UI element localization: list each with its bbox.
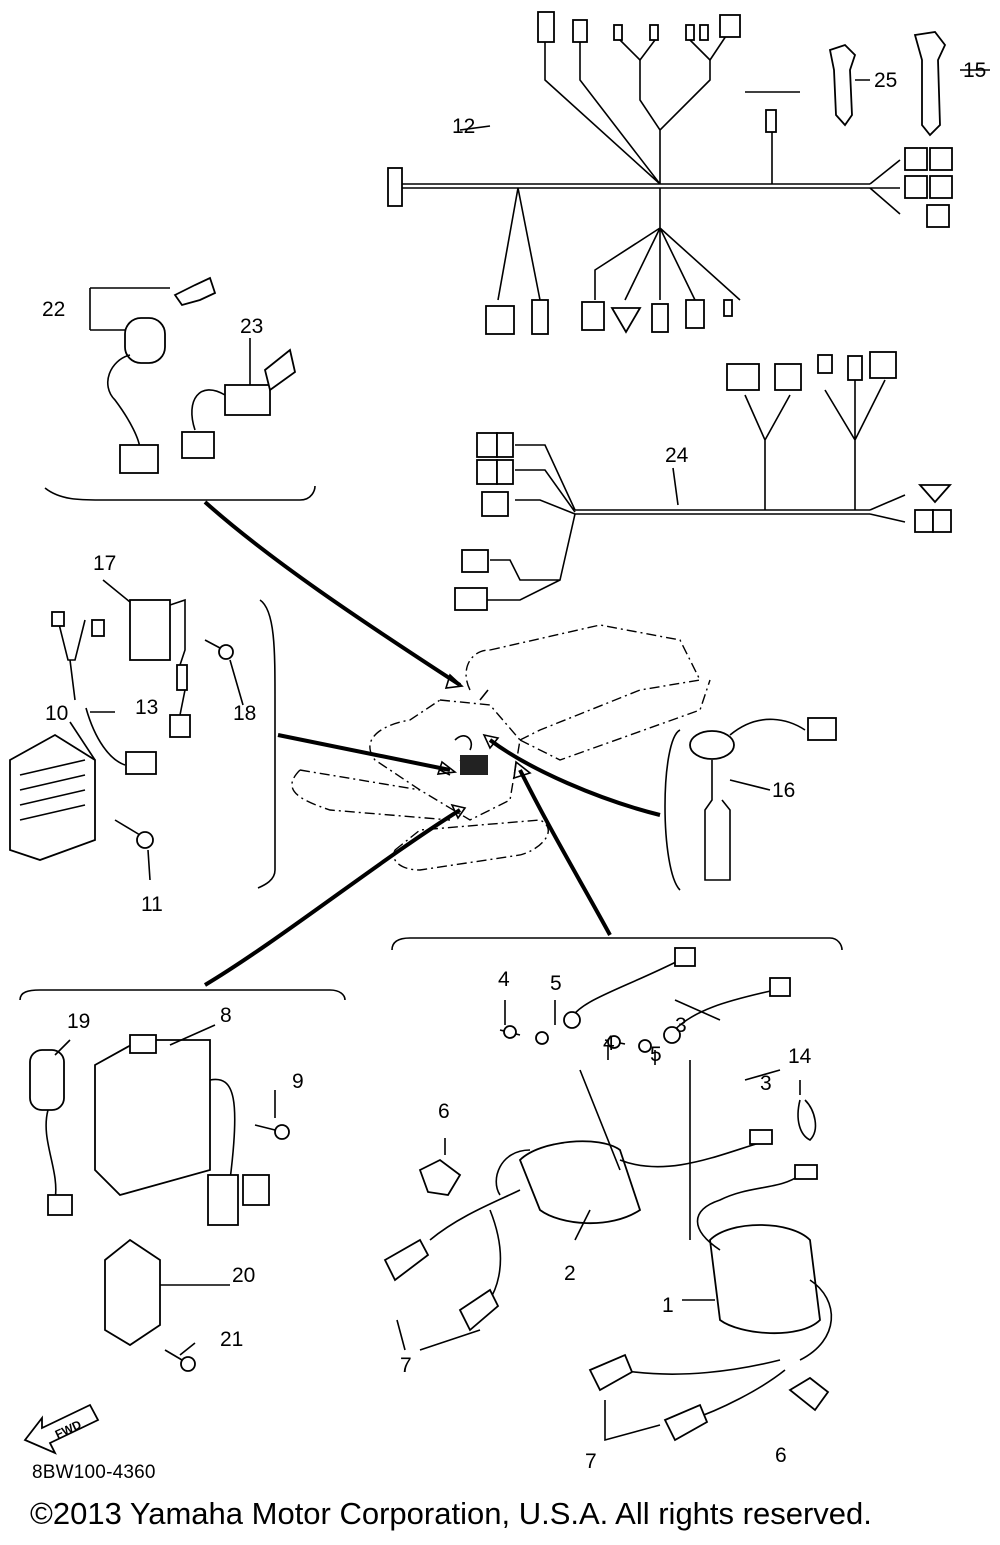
callout-7: 7	[400, 1354, 412, 1377]
snowmobile-silhouette	[291, 624, 711, 871]
fwd-arrow: FWD	[23, 1403, 100, 1455]
callout-22: 22	[42, 298, 65, 321]
callout-7b: 7	[585, 1450, 597, 1473]
rectifier-regulator-10	[9, 733, 96, 861]
callout-25: 25	[874, 69, 897, 92]
copyright-notice: ©2013 Yamaha Motor Corporation, U.S.A. A…	[30, 1496, 872, 1531]
callout-5b: 5	[650, 1043, 662, 1066]
ignition-coil-2	[495, 1069, 773, 1225]
callout-4: 4	[498, 968, 510, 991]
bracket-20	[104, 1238, 161, 1347]
wiring-diagram: FWD	[9, 11, 990, 1473]
diagram-part-code: 8BW100-4360	[32, 1462, 156, 1483]
callout-9: 9	[292, 1070, 304, 1093]
callout-3b: 3	[760, 1072, 772, 1095]
callout-12: 12	[452, 115, 475, 138]
callout-24: 24	[665, 444, 689, 467]
screws-4-washers-5	[499, 1025, 652, 1053]
screw-18	[204, 639, 234, 660]
callout-6b: 6	[775, 1444, 787, 1467]
starter-relay-17	[129, 598, 191, 738]
callout-20: 20	[232, 1264, 255, 1287]
callout-3: 3	[675, 1014, 687, 1037]
callout-10: 10	[45, 702, 68, 725]
main-switch-22	[89, 276, 217, 474]
callout-6: 6	[438, 1100, 450, 1123]
callout-13: 13	[135, 696, 158, 719]
callout-5: 5	[550, 972, 562, 995]
bolt-11	[114, 819, 154, 849]
callout-17: 17	[93, 552, 116, 575]
wire-harness-24	[454, 351, 952, 611]
key-15	[913, 31, 947, 137]
callout-16: 16	[772, 779, 795, 802]
screw-9	[254, 1124, 290, 1140]
wire-harness-12	[387, 11, 953, 335]
fuel-level-sender-16	[664, 717, 837, 891]
condenser-19	[29, 1049, 73, 1216]
ignition-coil-1	[689, 1060, 833, 1361]
callout-4b: 4	[603, 1032, 615, 1055]
clamp-6	[418, 1158, 830, 1412]
callout-21: 21	[220, 1328, 243, 1351]
key-25	[828, 43, 857, 127]
callout-14: 14	[788, 1045, 812, 1068]
callout-19: 19	[67, 1010, 90, 1033]
callout-numbers: 1 2 3 3 4 4 5 5 6 6 7 7 8 9 10 11 12 13 …	[42, 59, 986, 1473]
callout-8: 8	[220, 1004, 232, 1027]
clip-14	[797, 1099, 817, 1141]
callout-15: 15	[963, 59, 986, 82]
callout-11: 11	[141, 893, 163, 916]
callout-1: 1	[662, 1294, 674, 1317]
cdi-unit-8	[94, 1034, 270, 1226]
callout-18: 18	[233, 702, 256, 725]
callout-2: 2	[564, 1262, 576, 1285]
plug-lead-3	[563, 947, 791, 1044]
spark-plug-caps-7	[383, 1189, 786, 1442]
callout-23: 23	[240, 315, 263, 338]
kill-switch-23	[181, 338, 297, 459]
screw-21	[164, 1349, 196, 1372]
lead-wire-13	[51, 611, 157, 775]
